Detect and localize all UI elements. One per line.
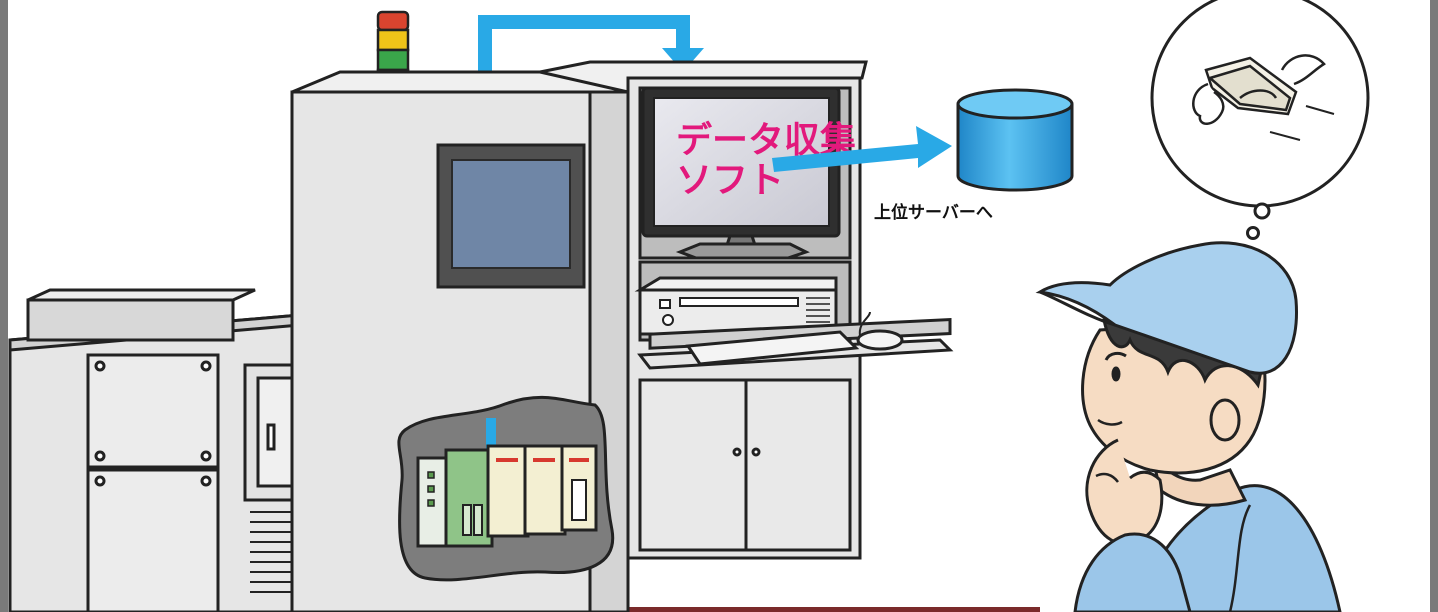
flying-money-icon — [1192, 54, 1335, 141]
server-arrow — [772, 126, 952, 172]
left-frame — [0, 0, 8, 612]
right-frame — [1430, 0, 1438, 612]
transfer-arrow — [478, 15, 704, 92]
server-label: 上位サーバーへ — [874, 202, 993, 223]
database-icon — [956, 88, 1074, 192]
bottom-strip — [380, 607, 1040, 612]
worker-figure — [1035, 241, 1342, 612]
software-label-line2: ソフト — [676, 160, 784, 201]
thought-bubble-icon — [1150, 0, 1370, 260]
plc-cutaway — [397, 395, 615, 582]
keyboard-shelf — [637, 311, 954, 370]
